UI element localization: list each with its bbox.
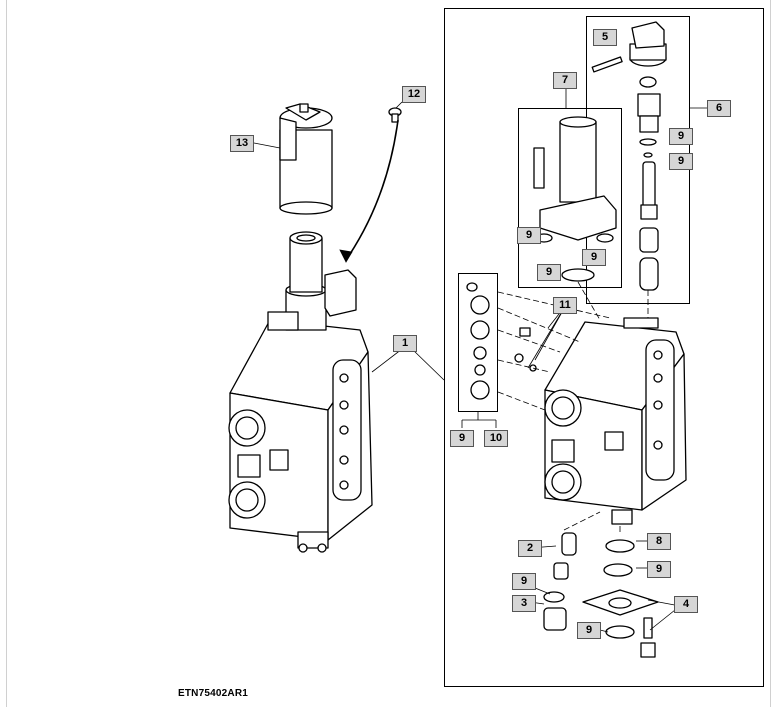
callout-10: 10 (484, 430, 508, 447)
part-5-handle (591, 21, 667, 73)
seal-kit-frame (458, 273, 498, 412)
callout-9-b: 9 (669, 153, 693, 170)
right-detail-frame (444, 8, 764, 687)
part-11-check-parts (514, 327, 537, 372)
figure-id: ETN75402AR1 (178, 688, 249, 699)
seal-kit-rings (466, 282, 490, 400)
solenoid-detail-frame (518, 108, 622, 288)
callout-8: 8 (647, 533, 671, 550)
callout-6: 6 (707, 100, 731, 117)
leader-lines (253, 37, 707, 633)
part-13-solenoid-cap (279, 103, 333, 215)
callout-9-f: 9 (450, 430, 474, 447)
callout-9-d: 9 (582, 249, 606, 266)
page-left-rule (6, 0, 7, 707)
callout-13: 13 (230, 135, 254, 152)
page-right-rule (770, 0, 771, 707)
callout-11: 11 (553, 297, 577, 314)
callout-5: 5 (593, 29, 617, 46)
part-6-cartridge (637, 76, 661, 291)
callout-9-g: 9 (512, 573, 536, 590)
part-3-plug (543, 591, 567, 631)
valve-section-assembled (228, 231, 373, 553)
callout-2: 2 (518, 540, 542, 557)
callout-12: 12 (402, 86, 426, 103)
callout-9-h: 9 (647, 561, 671, 578)
callout-9-i: 9 (577, 622, 601, 639)
callout-9-c: 9 (517, 227, 541, 244)
valve-section-exploded (544, 317, 687, 525)
part-4-flange (582, 563, 659, 658)
part-spring (553, 562, 569, 580)
part-7-solenoid-base (533, 116, 617, 282)
callout-9-a: 9 (669, 128, 693, 145)
part-2-poppet (561, 532, 577, 556)
callout-3: 3 (512, 595, 536, 612)
callout-7: 7 (553, 72, 577, 89)
callout-1: 1 (393, 335, 417, 352)
part-12-screw (388, 107, 402, 123)
callout-9-e: 9 (537, 264, 561, 281)
part-8-ring (605, 539, 635, 553)
callout-4: 4 (674, 596, 698, 613)
